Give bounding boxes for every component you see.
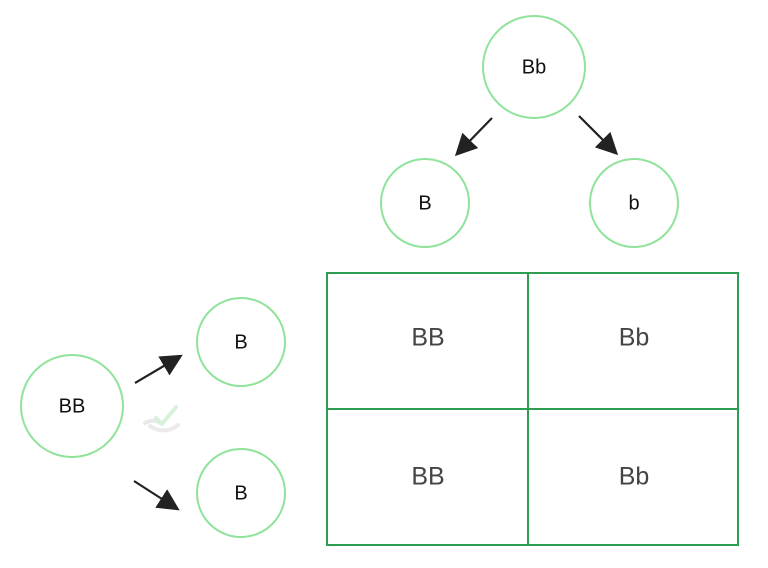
left-gamete-bottom-label: B — [234, 482, 247, 504]
left-gamete-top-circle — [196, 297, 286, 387]
left-gamete-bottom-node: B — [196, 448, 286, 538]
top-gamete-left-circle — [380, 158, 470, 248]
top-gamete-left-node: B — [380, 158, 470, 248]
left-parent-genotype: BB — [59, 395, 86, 417]
arrow-left-to-top-gamete — [134, 354, 183, 384]
top-parent-circle — [482, 15, 586, 119]
top-gamete-left-label: B — [418, 192, 431, 214]
punnett-cell-r1-c2: Bb — [619, 324, 650, 352]
top-gamete-right-node: b — [589, 158, 679, 248]
arrow-top-to-left-gamete — [454, 117, 493, 157]
left-gamete-top-node: B — [196, 297, 286, 387]
punnett-cell-r2-c1: BB — [411, 463, 444, 491]
arrow-left-to-bottom-gamete — [133, 480, 180, 511]
left-gamete-bottom-circle — [196, 448, 286, 538]
punnett-cell-r2-c2: Bb — [619, 463, 650, 491]
arrow-top-to-right-gamete — [578, 115, 619, 156]
left-parent-node: BB — [20, 354, 124, 458]
punnett-square: BB Bb BB Bb — [326, 272, 739, 546]
top-parent-genotype: Bb — [522, 56, 546, 78]
check-watermark-icon — [143, 405, 180, 433]
top-gamete-right-circle — [589, 158, 679, 248]
left-parent-circle — [20, 354, 124, 458]
punnett-cell-r1-c1: BB — [411, 324, 444, 352]
top-parent-node: Bb — [482, 15, 586, 119]
left-gamete-top-label: B — [234, 331, 247, 353]
top-gamete-right-label: b — [628, 192, 639, 214]
